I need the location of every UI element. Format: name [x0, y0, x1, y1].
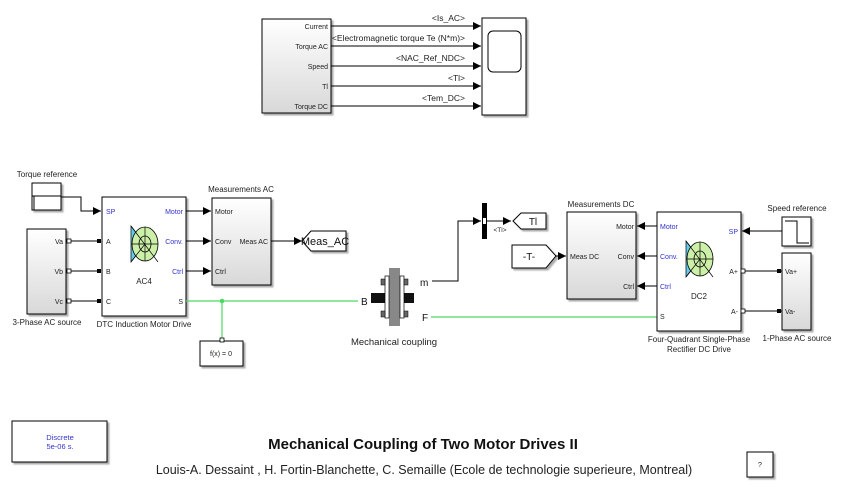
- port-motor: Motor: [660, 224, 679, 231]
- goto-tag: Meas_AC: [301, 236, 349, 248]
- port-sp: SP: [106, 209, 116, 216]
- port-torque-dc: Torque DC: [295, 104, 328, 111]
- shaft-left: [371, 293, 385, 303]
- powergui-sample-time: 5e-06 s.: [46, 442, 73, 451]
- signal-label: <Is_AC>: [432, 13, 465, 23]
- scope-block[interactable]: [481, 17, 527, 116]
- step-icon: [32, 195, 61, 210]
- ac-source-block[interactable]: Va Vb Vc 3-Phase AC source: [13, 228, 82, 327]
- port-meas-ac: Meas AC: [240, 239, 268, 246]
- port-s: S: [660, 314, 665, 321]
- port-sp: SP: [729, 229, 739, 236]
- powergui-block[interactable]: Discrete 5e-06 s.: [11, 420, 108, 463]
- signal-label: <Tem_DC>: [422, 93, 465, 103]
- dc-drive-name: DC2: [691, 292, 708, 301]
- port-va: Va: [55, 239, 63, 246]
- model-title: Mechanical Coupling of Two Motor Drives …: [268, 436, 578, 453]
- mechanical-coupling-label: Mechanical coupling: [351, 337, 437, 348]
- solver-text: f(x) = 0: [210, 351, 232, 358]
- measurements-ac-block[interactable]: Motor Conv Ctrl Meas AC Measurements AC: [208, 185, 274, 286]
- port-motor: Motor: [215, 209, 234, 216]
- torque-reference-block[interactable]: Torque reference: [17, 170, 78, 211]
- port-ctrl: Ctrl: [660, 284, 671, 291]
- port-motor: Motor: [616, 224, 635, 231]
- port-b: B: [361, 297, 368, 308]
- port-conv: Conv: [215, 239, 232, 246]
- mechanical-connection[interactable]: [186, 298, 657, 340]
- signal-label: <Tl>: [493, 227, 506, 234]
- port-b: B: [106, 269, 111, 276]
- port-vb: Vb: [54, 269, 63, 276]
- dc-source-label: 1-Phase AC source: [763, 334, 832, 343]
- port-c: C: [106, 299, 111, 306]
- signal-label: <Electromagnetic torque Te (N*m)>: [332, 33, 465, 43]
- dc-drive-label-line2: Rectifier DC Drive: [667, 345, 732, 354]
- goto-tag: Tl: [529, 217, 537, 228]
- dc-drive-label-line1: Four-Quadrant Single-Phase: [648, 335, 751, 344]
- speed-reference-label: Speed reference: [767, 204, 827, 213]
- port-va-plus: Va+: [785, 269, 797, 276]
- scope-screen-icon: [487, 30, 522, 73]
- port-tl: Tl: [322, 84, 328, 91]
- port-vc: Vc: [55, 299, 64, 306]
- ac-drive-block[interactable]: SP A B C Motor Conv. Ctrl S AC4 DTC Indu…: [97, 196, 192, 329]
- signal-label: <Tl>: [448, 73, 465, 83]
- port-conv: Conv: [618, 254, 635, 261]
- speed-reference-block[interactable]: Speed reference: [767, 204, 827, 247]
- torque-reference-label: Torque reference: [17, 170, 78, 179]
- from-tag: -T-: [523, 252, 535, 263]
- ac-source-label: 3-Phase AC source: [13, 318, 82, 327]
- signal-line[interactable]: [432, 217, 481, 282]
- ac-power-lines: [66, 238, 101, 304]
- step-icon: [785, 220, 809, 244]
- from-t-block[interactable]: -T-: [511, 244, 557, 269]
- port-f: F: [422, 313, 428, 324]
- measurements-dc-label: Measurements DC: [568, 200, 635, 209]
- ac-drive-name: AC4: [136, 277, 152, 286]
- solver-config-block[interactable]: f(x) = 0: [199, 337, 244, 367]
- dc-drive-block[interactable]: Motor Conv. Ctrl S SP A+ A- DC2 Four-Qua…: [648, 211, 751, 354]
- measurements-dc-block[interactable]: Meas DC Motor Conv Ctrl Measurements DC: [566, 200, 637, 300]
- goto-tl-block[interactable]: Tl: [512, 212, 547, 230]
- help-block[interactable]: ?: [746, 451, 774, 478]
- port-va-minus: Va-: [785, 309, 796, 316]
- mechanical-coupling-block[interactable]: B m F Mechanical coupling: [351, 268, 437, 348]
- ac-drive-label: DTC Induction Motor Drive: [97, 320, 192, 329]
- powergui-mode: Discrete: [46, 433, 74, 442]
- goto-meas-ac-block[interactable]: Meas_AC: [301, 230, 349, 252]
- port-a-minus: A-: [731, 309, 739, 316]
- port-current: Current: [305, 24, 328, 31]
- help-icon: ?: [758, 462, 762, 469]
- model-authors: Louis-A. Dessaint , H. Fortin-Blanchette…: [156, 463, 692, 477]
- shaft-right: [403, 293, 414, 303]
- port-a: A: [106, 239, 111, 246]
- scope-signal-lines: <Is_AC> <Electromagnetic torque Te (N*m)…: [331, 13, 481, 110]
- port-m: m: [420, 278, 428, 289]
- port-a-plus: A+: [729, 269, 738, 276]
- motor-drive-icon: [685, 239, 714, 279]
- port-ctrl: Ctrl: [623, 284, 634, 291]
- port-torque-ac: Torque AC: [295, 44, 328, 51]
- port-s: S: [178, 299, 183, 306]
- port-conv: Conv.: [660, 254, 678, 261]
- port-meas-dc: Meas DC: [570, 254, 599, 261]
- bus-selector-tl[interactable]: [482, 203, 487, 239]
- signal-line[interactable]: [61, 196, 101, 215]
- dc-source-block[interactable]: Va+ Va- 1-Phase AC source: [763, 252, 832, 343]
- signal-label: <NAC_Ref_NDC>: [396, 53, 465, 63]
- dc-power-lines: [740, 268, 782, 314]
- flange: [389, 268, 400, 326]
- port-speed: Speed: [308, 64, 328, 71]
- port-ctrl: Ctrl: [172, 269, 183, 276]
- motor-drive-icon: [130, 224, 159, 264]
- port-ctrl: Ctrl: [215, 269, 226, 276]
- measurements-ac-label: Measurements AC: [208, 185, 274, 194]
- port-motor: Motor: [165, 209, 184, 216]
- bus-selector-block[interactable]: Current Torque AC Speed Tl Torque DC: [261, 18, 332, 114]
- port-conv: Conv.: [165, 239, 183, 246]
